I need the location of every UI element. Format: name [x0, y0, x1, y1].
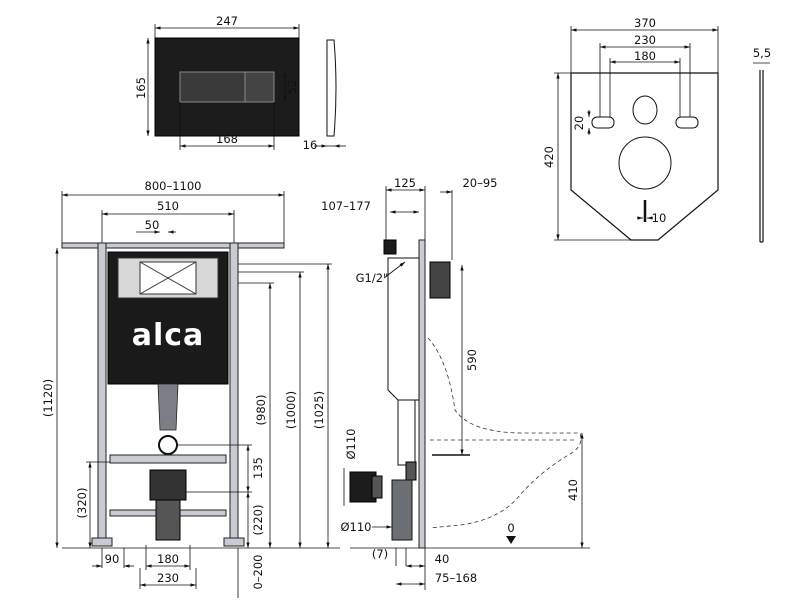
height-590-label: 590 [465, 349, 479, 371]
width-230-label: 230 [157, 571, 179, 585]
frame-side-view: 125 20–95 107–177 G1/2" 590 Ø110 Ø110 41… [321, 176, 590, 590]
pad-thickness-label: 5,5 [753, 46, 771, 60]
height-980-label: (980) [254, 395, 268, 426]
plate-height-label: 165 [134, 77, 148, 99]
depth-125-label: 125 [394, 176, 416, 190]
pad-inner-spacing-label: 180 [634, 49, 656, 63]
plate-width-label: 247 [216, 14, 238, 28]
flush-button-small [244, 71, 275, 103]
toilet-outline [427, 337, 582, 529]
height-1025-label: (1025) [312, 391, 326, 429]
foot-range-label: 0–200 [251, 554, 265, 589]
depth-20-95-label: 20–95 [462, 176, 497, 190]
foot-90-label: 90 [105, 552, 120, 566]
pipe-diameter-top-label: Ø110 [344, 428, 358, 459]
pipe-diameter-bottom-label: Ø110 [340, 520, 371, 534]
height-1120-label: (1120) [41, 379, 55, 417]
depth-107-177-label: 107–177 [321, 199, 371, 213]
button-width-label: 168 [216, 132, 238, 146]
insulation-pad: 370 230 180 420 20 10 5,5 [542, 16, 771, 243]
pad-width-label: 370 [634, 16, 656, 30]
pad-outer-spacing-label: 230 [634, 33, 656, 47]
water-inlet-label: G1/2" [356, 271, 389, 285]
frame-front-view: alca 800–1100 510 50 (1120) (320) 1 [41, 179, 340, 598]
button-height-label: 52 [285, 80, 299, 95]
frame-total-width-label: 800–1100 [145, 179, 202, 193]
flush-plate-profile [326, 39, 337, 137]
height-1000-label: (1000) [284, 391, 298, 429]
flush-button-large [179, 71, 246, 103]
inlet-offset-label: 50 [145, 218, 160, 232]
offset-75-168-label: 75–168 [435, 571, 477, 585]
height-320-label: (320) [75, 488, 89, 519]
plate-depth-label: 16 [303, 138, 318, 152]
height-135-label: 135 [251, 457, 265, 479]
width-180-label: 180 [157, 552, 179, 566]
brand-logo: alca [132, 318, 205, 353]
flush-plate: 247 165 168 52 16 [134, 14, 346, 152]
height-220-label: (220) [251, 505, 265, 536]
frame-width-label: 510 [157, 199, 179, 213]
pad-slot-label: 20 [572, 116, 586, 131]
pad-bottom-slot-label: 10 [652, 211, 667, 225]
pad-height-label: 420 [542, 146, 556, 168]
offset-40-label: 40 [435, 552, 450, 566]
offset-7-label: (7) [372, 547, 388, 561]
height-410-label: 410 [566, 479, 580, 501]
floor-zero-label: 0 [507, 521, 514, 535]
